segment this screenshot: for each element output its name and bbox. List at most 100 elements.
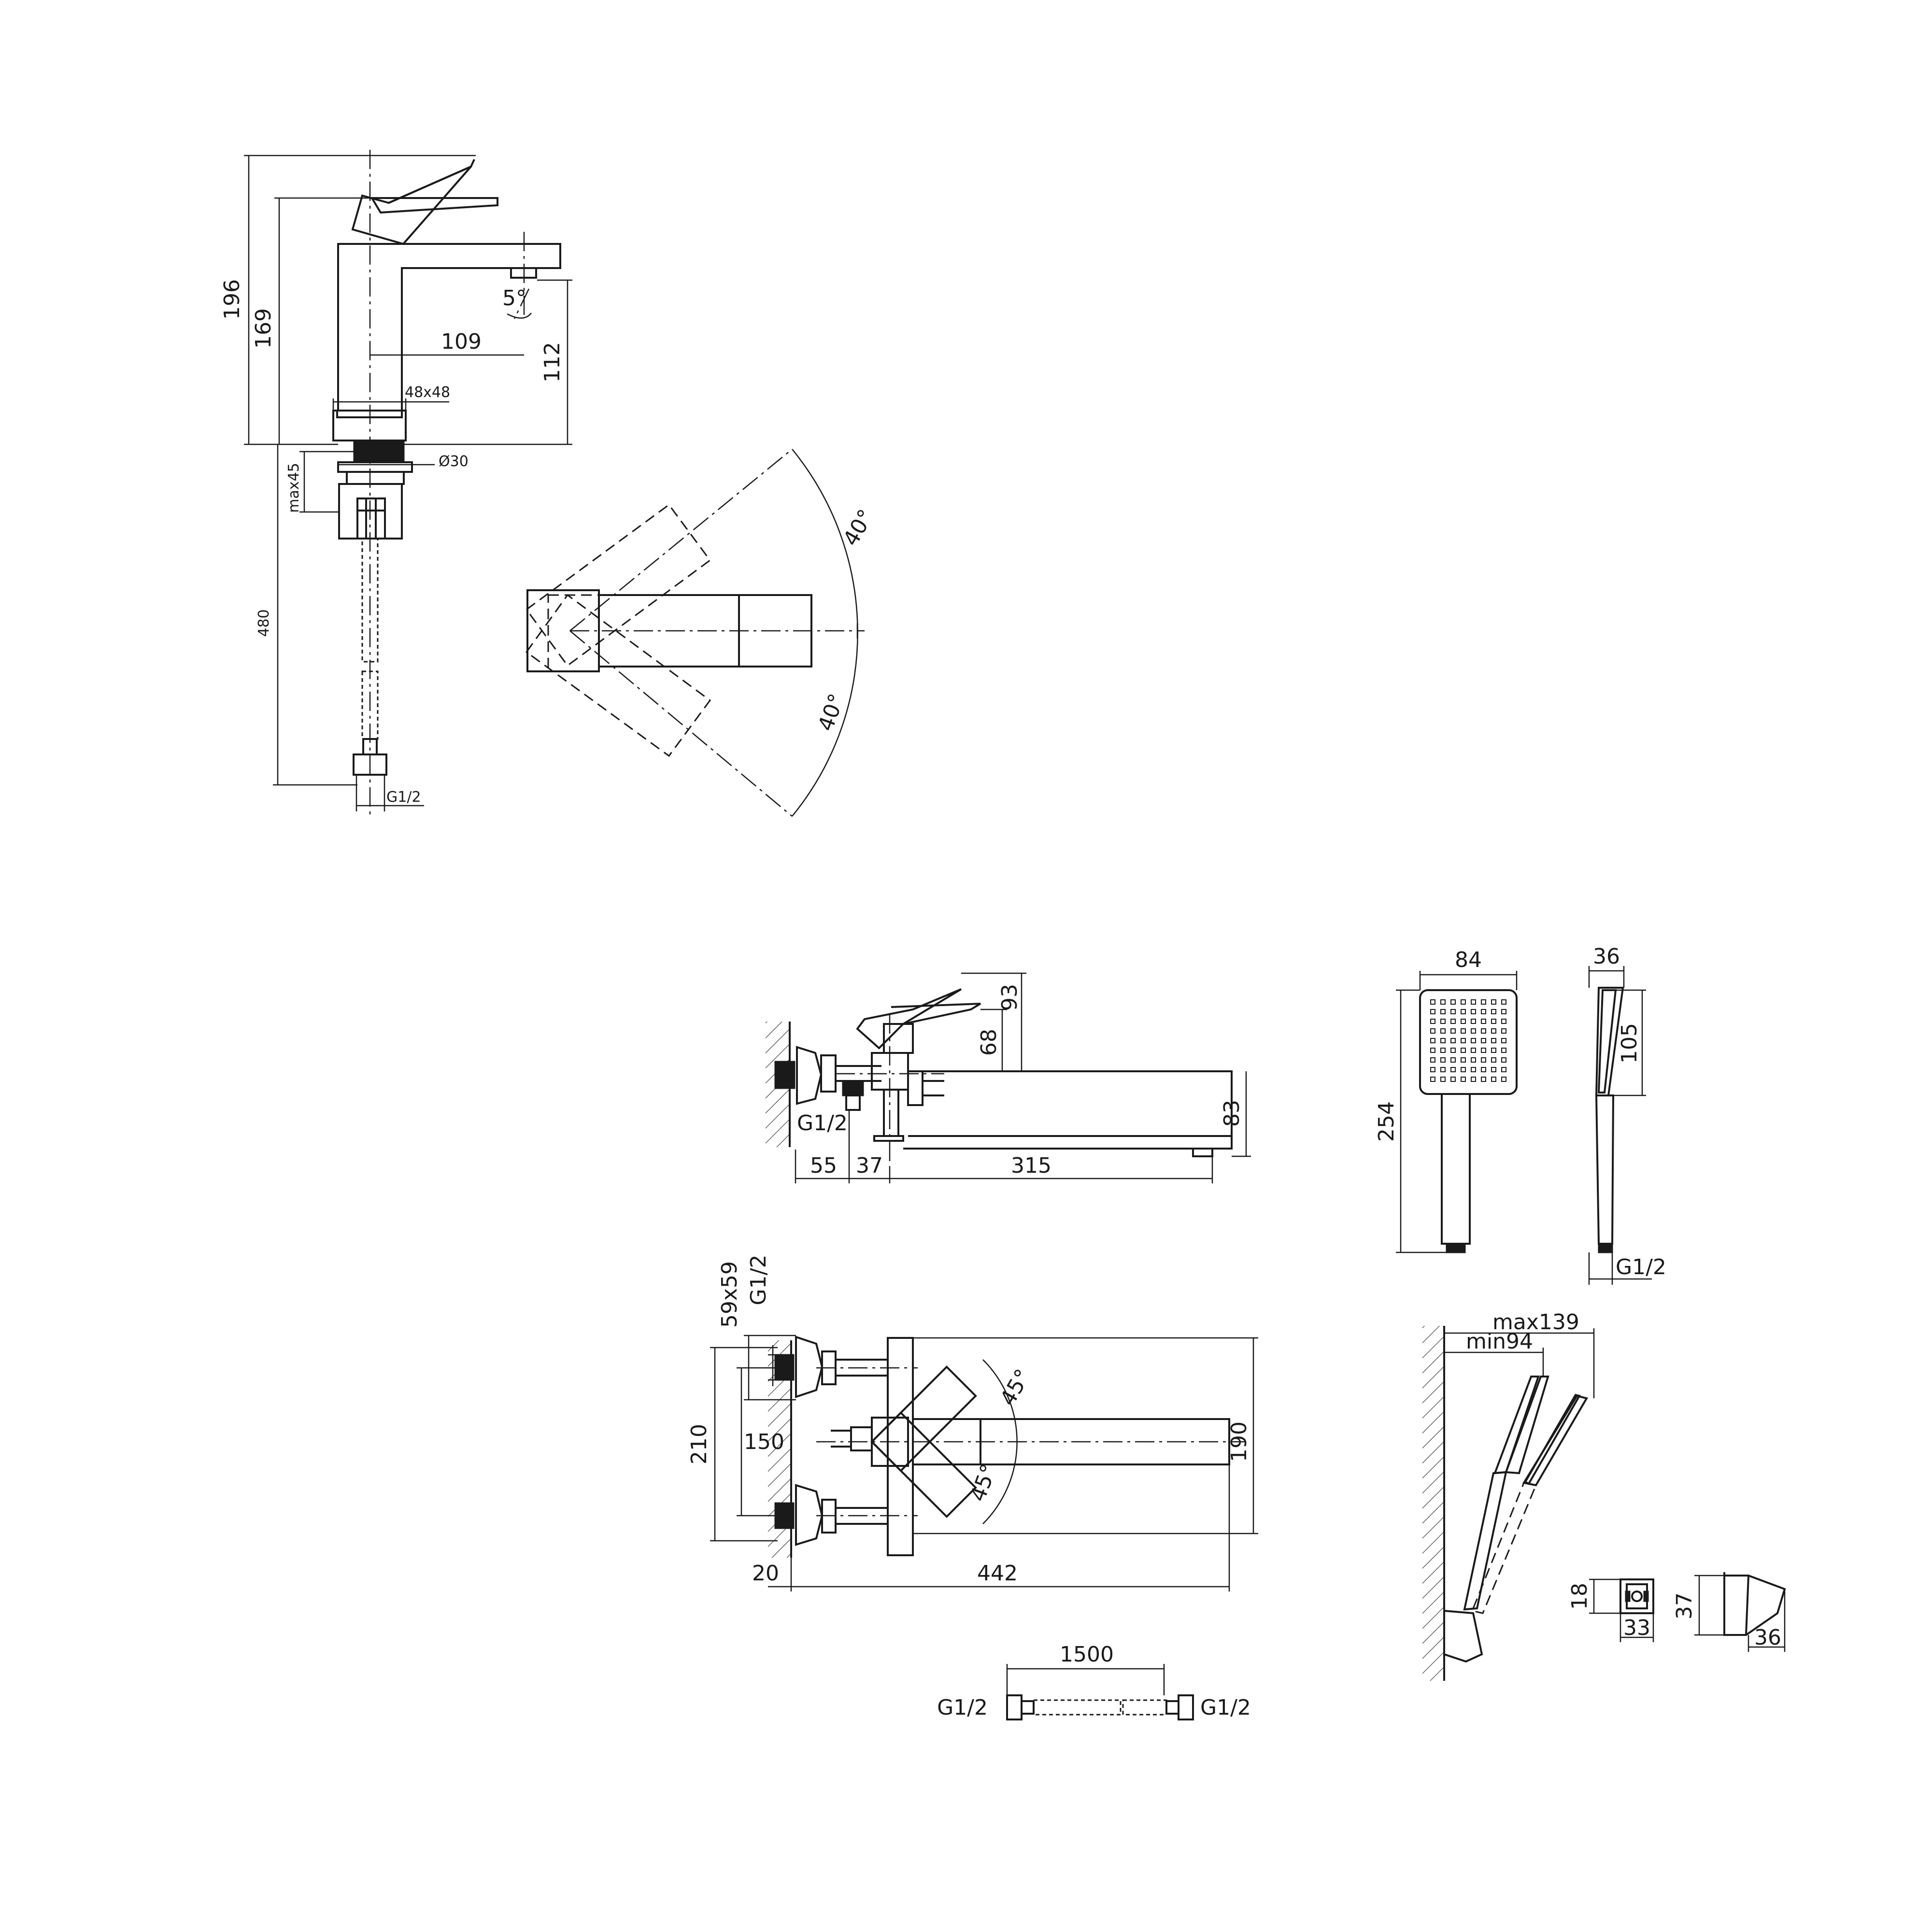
bath-top-overall-width-label: 210	[687, 1424, 711, 1464]
shower-nozzle	[1491, 999, 1496, 1005]
bath-side-spout-reach-label: 315	[1011, 1153, 1051, 1178]
shower-nozzle	[1471, 1009, 1476, 1014]
shower-nozzle	[1450, 1019, 1456, 1024]
shower-nozzle	[1440, 999, 1446, 1005]
bath-side-lever-height-label: 93	[997, 984, 1022, 1011]
shower-nozzle	[1501, 999, 1506, 1005]
shower-nozzle	[1430, 999, 1435, 1005]
shower-nozzle	[1440, 1038, 1446, 1043]
shower-nozzle	[1481, 1067, 1486, 1072]
holder-side-height-label: 37	[1672, 1592, 1697, 1619]
shower-nozzle	[1491, 1077, 1496, 1082]
bath-side-thread-label: G1/2	[797, 1111, 848, 1136]
shower-nozzle	[1461, 1028, 1466, 1034]
bath-side-spout	[903, 1070, 1233, 1150]
shower-nozzle	[1461, 1019, 1466, 1024]
basin-height-total-label: 196	[220, 279, 244, 320]
basin-swivel-down-label: 40°	[813, 691, 850, 735]
hose-length-label: 1500	[1060, 1642, 1114, 1667]
bath-side-spout-drop-label: 83	[1220, 1100, 1244, 1127]
shower-nozzle	[1501, 1077, 1506, 1082]
shower-nozzle	[1450, 1038, 1456, 1043]
holder-min-reach-label: min94	[1466, 1329, 1533, 1354]
shower-nozzle	[1430, 1057, 1435, 1063]
shower-nozzle	[1440, 1057, 1446, 1063]
shower-nozzle	[1440, 1028, 1446, 1034]
basin-mount-nut	[338, 483, 403, 540]
bath-top-wall-gap-label: 20	[752, 1561, 779, 1586]
bath-top-thread-label: G1/2	[746, 1255, 771, 1306]
hand-shower-front: 84 254	[1374, 948, 1518, 1253]
shower-nozzle	[1491, 1028, 1496, 1034]
shower-nozzle	[1481, 1019, 1486, 1024]
shower-nozzle	[1430, 1077, 1435, 1082]
shower-nozzle	[1440, 1019, 1446, 1024]
shower-nozzle	[1481, 1028, 1486, 1034]
shower-nozzle	[1450, 1048, 1456, 1053]
shower-nozzle	[1501, 1019, 1506, 1024]
basin-spout-height-label: 112	[540, 342, 565, 383]
holder-bracket-width-label: 33	[1623, 1616, 1650, 1640]
shower-nozzle	[1440, 1009, 1446, 1014]
bath-top-swivel-down-label: 45°	[966, 1461, 1002, 1505]
bath-top-total-reach-label: 442	[977, 1561, 1018, 1586]
shower-nozzle	[1501, 1057, 1506, 1063]
shower-nozzle	[1491, 1019, 1496, 1024]
shower-nozzle	[1471, 1028, 1476, 1034]
shower-nozzle	[1450, 1009, 1456, 1014]
shower-nozzle	[1450, 1057, 1456, 1063]
basin-gasket	[353, 440, 405, 463]
holder-bracket-side: 37 36	[1672, 1572, 1786, 1652]
shower-nozzle	[1471, 1067, 1476, 1072]
shower-nozzle	[1501, 1038, 1506, 1043]
bath-top-centres-label: 150	[744, 1430, 784, 1454]
shower-nozzle	[1461, 1009, 1466, 1014]
shower-nozzle	[1471, 1057, 1476, 1063]
shower-nozzle	[1491, 1057, 1496, 1063]
shower-nozzle	[1481, 1038, 1486, 1043]
shower-nozzle	[1471, 1077, 1476, 1082]
holder-max-reach-label: max139	[1492, 1310, 1579, 1335]
basin-mixer-top-view: 40° 40°	[525, 449, 879, 817]
basin-spout-reach-label: 109	[441, 329, 482, 354]
shower-nozzle	[1471, 1019, 1476, 1024]
bath-top-swivel-up-label: 45°	[995, 1365, 1036, 1410]
shower-nozzle	[1491, 1038, 1496, 1043]
hose-thread-right-label: G1/2	[1200, 1695, 1251, 1720]
basin-lever	[351, 166, 472, 245]
shower-nozzle	[1491, 1067, 1496, 1072]
shower-nozzle	[1461, 1057, 1466, 1063]
bath-side-diverter	[842, 1081, 864, 1096]
shower-nozzle	[1481, 1048, 1486, 1053]
shower-nozzle	[1491, 1009, 1496, 1014]
hose-thread-left-label: G1/2	[937, 1695, 988, 1720]
shower-length-label: 254	[1374, 1101, 1399, 1142]
bath-side-body-height-label: 68	[977, 1029, 1001, 1056]
bath-side-inlet	[774, 1061, 796, 1089]
bath-mixer-top-view: 45° 45° 59x59 G1/2 210 150 190 20 442	[687, 1255, 1258, 1591]
bath-side-inlet-offset-label: 37	[856, 1153, 883, 1178]
shower-holder-view: max139 min94	[1422, 1310, 1595, 1681]
hand-shower-side: 36 105 G1/2	[1588, 944, 1666, 1285]
shower-nozzle	[1430, 1038, 1435, 1043]
shower-nozzle	[1430, 1019, 1435, 1024]
shower-nozzle	[1481, 1057, 1486, 1063]
shower-nozzle	[1471, 999, 1476, 1005]
bath-side-wall-offset-label: 55	[810, 1153, 837, 1178]
shower-nozzle	[1461, 1048, 1466, 1053]
shower-nozzle	[1491, 1048, 1496, 1053]
basin-thread-label: G1/2	[386, 789, 421, 806]
shower-nozzle	[1450, 1028, 1456, 1034]
shower-depth-label: 36	[1593, 944, 1620, 969]
basin-base-size-label: 48x48	[405, 384, 450, 401]
shower-nozzle	[1481, 1077, 1486, 1082]
shower-nozzle	[1501, 1048, 1506, 1053]
shower-nozzle	[1481, 999, 1486, 1005]
shower-head-width-label: 84	[1455, 948, 1482, 972]
shower-nozzle	[1440, 1067, 1446, 1072]
basin-swivel-up-label: 40°	[838, 505, 879, 550]
basin-mount-diameter-label: max45	[285, 463, 302, 513]
shower-nozzle	[1450, 1077, 1456, 1082]
bath-top-bar	[887, 1337, 914, 1556]
